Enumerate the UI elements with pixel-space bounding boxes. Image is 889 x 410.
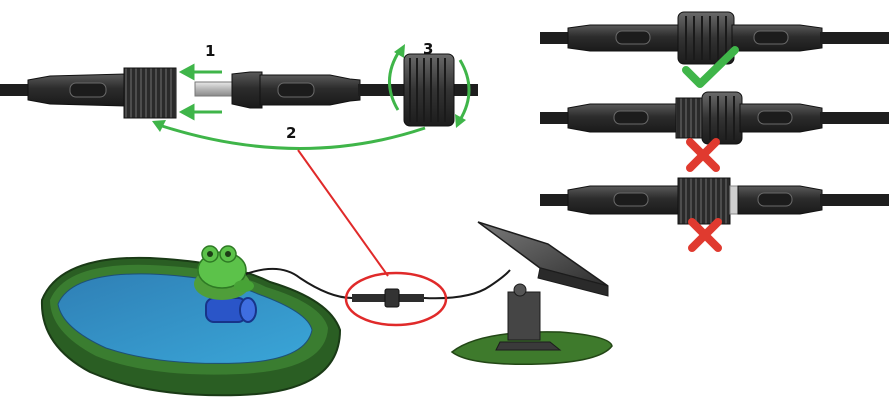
locking-nut <box>404 54 454 126</box>
variant-gap-visible <box>540 178 889 248</box>
variant-nut-misplaced <box>540 92 889 168</box>
step-1-label: 1 <box>205 42 215 60</box>
frog-fountain-icon <box>194 246 254 300</box>
threaded-socket <box>124 68 176 118</box>
cable <box>0 84 30 96</box>
step-2-label: 2 <box>286 124 296 142</box>
pump-icon <box>206 298 256 322</box>
step-3-label: 3 <box>423 40 433 58</box>
pond-illustration <box>42 258 340 395</box>
locking-nut <box>702 92 742 144</box>
grip-pad <box>70 83 106 97</box>
rotate-arrow-icon <box>389 50 400 110</box>
cross-mark-icon <box>690 142 716 168</box>
callout-line <box>298 150 388 276</box>
exploded-connector: 1 2 3 <box>0 40 478 149</box>
inline-connector <box>352 289 424 307</box>
metal-pin <box>195 82 237 96</box>
cross-mark-icon <box>692 222 718 248</box>
variant-correct <box>540 12 889 84</box>
grip-pad <box>278 83 314 97</box>
pin-collar <box>232 72 262 108</box>
